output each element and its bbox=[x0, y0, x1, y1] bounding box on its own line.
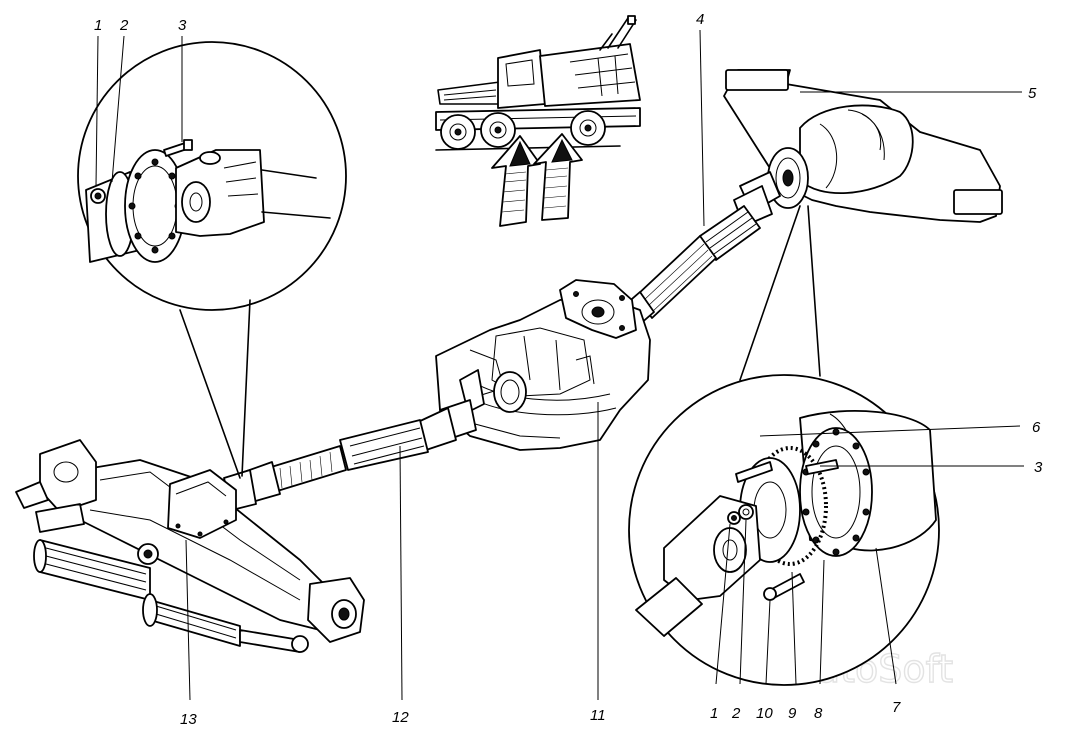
callout-right-6: 6 bbox=[1032, 419, 1041, 436]
leader-line-13 bbox=[185, 539, 191, 701]
callout-bottom-10: 10 bbox=[756, 705, 773, 722]
leader-line-4 bbox=[699, 29, 705, 227]
callout-tl-1: 1 bbox=[94, 17, 102, 34]
callout-right-5: 5 bbox=[1028, 85, 1037, 102]
callout-bottom-8: 8 bbox=[814, 705, 823, 722]
callout-bottom-2: 2 bbox=[731, 705, 741, 722]
callout-right-3: 3 bbox=[1034, 459, 1043, 476]
callout-bottom-12: 12 bbox=[392, 709, 409, 726]
excavator-vehicle-icon bbox=[435, 15, 641, 151]
callout-top-4: 4 bbox=[696, 11, 704, 28]
flange-detail-circle-right bbox=[628, 205, 1024, 686]
callout-tl-2: 2 bbox=[119, 17, 129, 34]
flange-detail-circle-left bbox=[77, 35, 347, 479]
drive-direction-arrows bbox=[491, 133, 583, 227]
transfer-gearbox bbox=[435, 279, 651, 451]
front-propeller-shaft bbox=[223, 399, 477, 511]
callout-bottom-13: 13 bbox=[180, 711, 197, 728]
callout-bottom-11: 11 bbox=[590, 707, 606, 724]
rear-propeller-shaft bbox=[609, 171, 781, 339]
callout-bottom-9: 9 bbox=[788, 705, 797, 722]
callout-bottom-1: 1 bbox=[710, 705, 718, 722]
rear-axle-housing bbox=[723, 69, 1003, 223]
leader-line-12 bbox=[399, 445, 403, 701]
callout-tl-3: 3 bbox=[178, 17, 187, 34]
callout-right-7: 7 bbox=[892, 699, 901, 716]
front-steering-axle bbox=[15, 439, 365, 653]
